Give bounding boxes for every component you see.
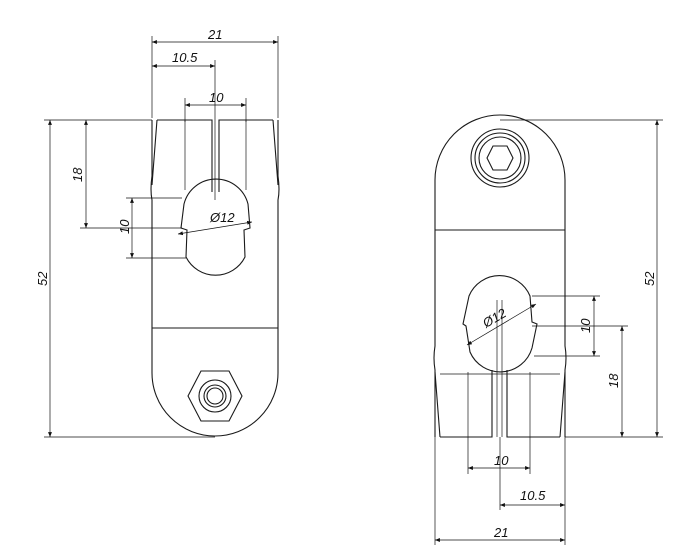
right-dim-10-5: 10.5 (520, 488, 546, 503)
right-dim-10-bottom: 10 (494, 453, 509, 468)
right-dim-21: 21 (493, 525, 508, 540)
right-dim-52: 52 (642, 271, 657, 286)
right-dim-dia-line (466, 303, 537, 346)
left-dim-10-top: 10 (209, 90, 224, 105)
left-hex-nut (187, 370, 243, 422)
left-clamp-left-jaw (151, 119, 213, 192)
left-bore (180, 178, 251, 276)
right-dimensions: 21 10.5 10 52 18 10 Ø12 (434, 119, 663, 545)
right-bore (462, 275, 538, 373)
right-body-outline (433, 114, 567, 437)
right-dim-18: 18 (606, 373, 621, 388)
right-clamp-left-jaw (434, 370, 493, 438)
left-dimensions: 21 10.5 10 52 18 10 Ø12 (35, 27, 279, 438)
left-dim-dia-line (177, 220, 253, 236)
right-dim-dia12: Ø12 (479, 305, 509, 331)
right-dim-10-side: 10 (578, 318, 593, 333)
right-view (433, 114, 567, 438)
right-clamp-right-jaw (506, 370, 566, 438)
right-socket-screw (470, 128, 530, 188)
left-dim-52: 52 (35, 271, 50, 286)
left-dim-18: 18 (70, 167, 85, 182)
left-dim-21: 21 (207, 27, 222, 42)
left-dim-10-5: 10.5 (172, 50, 198, 65)
left-dim-10-side: 10 (117, 219, 132, 234)
left-dim-dia12: Ø12 (209, 210, 235, 225)
left-clamp-right-jaw (218, 119, 279, 192)
left-view (150, 119, 280, 437)
